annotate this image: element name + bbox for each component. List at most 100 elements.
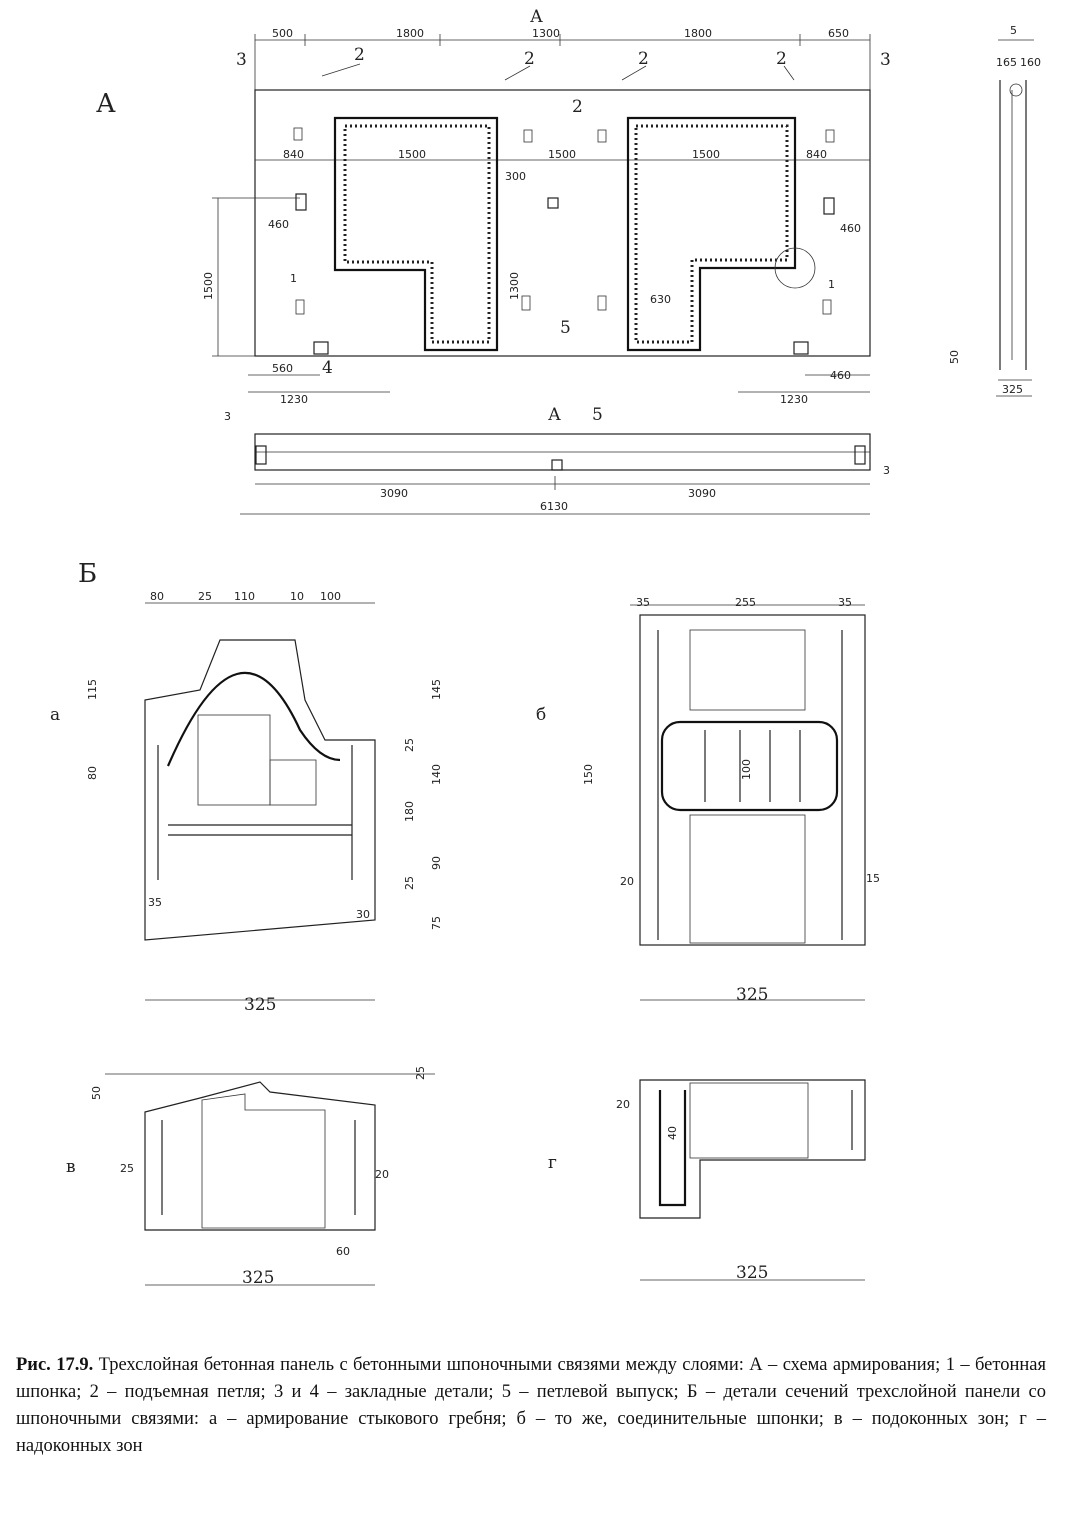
side-dim-width: 325 xyxy=(1002,383,1023,396)
sg-left: 20 xyxy=(616,1098,630,1111)
concrete-keys xyxy=(293,127,835,315)
lifting-loops-leaders xyxy=(321,63,795,81)
sa-top-3: 110 xyxy=(234,590,255,603)
sb-top-3: 35 xyxy=(838,596,852,609)
figure-caption: Рис. 17.9. Трехслойная бетонная панель с… xyxy=(16,1352,1046,1460)
callout-2-b: 2 xyxy=(524,49,535,69)
sg-width: 325 xyxy=(736,1263,768,1283)
sv-left: 25 xyxy=(120,1162,134,1175)
embedded-part-4-left xyxy=(313,341,329,355)
dim-half-right: 3090 xyxy=(688,487,716,500)
dim-sill-top: 300 xyxy=(505,170,526,183)
dim-height-1300: 1300 xyxy=(508,272,521,300)
sa-top-2: 25 xyxy=(198,590,212,603)
sa-bottom-1: 35 xyxy=(148,896,162,909)
dim-window-1: 1500 xyxy=(398,148,426,161)
side-dim-160: 160 xyxy=(1020,56,1041,69)
section-v-drawing xyxy=(105,1073,435,1286)
dim-top-5: 650 xyxy=(828,27,849,40)
callout-2-a: 2 xyxy=(354,45,365,65)
dim-offset-right: 460 xyxy=(840,222,861,235)
sa-left-1: 115 xyxy=(86,679,99,700)
dim-height-1500: 1500 xyxy=(202,272,215,300)
callout-3-plan-left: 3 xyxy=(224,410,231,423)
panel-outline xyxy=(254,89,871,357)
dim-half-left: 3090 xyxy=(380,487,408,500)
sb-width: 325 xyxy=(736,985,768,1005)
dim-top-1: 500 xyxy=(272,27,293,40)
dim-window-2: 1500 xyxy=(548,148,576,161)
section-label-v: в xyxy=(66,1157,76,1177)
dim-bottom-outer-right: 1230 xyxy=(780,393,808,406)
dim-top-4: 1800 xyxy=(684,27,712,40)
section-label-b: б xyxy=(536,705,546,725)
sb-top-1: 35 xyxy=(636,596,650,609)
sb-left-2: 20 xyxy=(620,875,634,888)
dim-bottom-inner-left: 560 xyxy=(272,362,293,375)
sv-top-1: 50 xyxy=(90,1086,103,1100)
plan-part-right xyxy=(854,445,866,465)
sa-bottom-2: 30 xyxy=(356,908,370,921)
dim-top-3: 1300 xyxy=(532,27,560,40)
side-dim-top: 5 xyxy=(1010,24,1017,37)
plan-part-mid xyxy=(551,459,563,471)
sv-width: 325 xyxy=(242,1268,274,1288)
caption-text: Трехслойная бетонная панель с бетонными … xyxy=(16,1355,1047,1456)
callout-2-d: 2 xyxy=(776,49,787,69)
callout-1-right: 1 xyxy=(828,278,835,291)
sb-inner: 100 xyxy=(740,759,753,780)
view-label-a: А xyxy=(96,89,116,119)
view-label-b: Б xyxy=(78,559,97,589)
window-left-rebar xyxy=(343,124,491,344)
sv-top-2: 25 xyxy=(414,1066,427,1080)
section-b-drawing xyxy=(630,604,866,1001)
sv-right-1: 20 xyxy=(375,1168,389,1181)
dim-side-left: 840 xyxy=(283,148,304,161)
dim-top-2: 1800 xyxy=(396,27,424,40)
sa-right-7: 75 xyxy=(430,916,443,930)
window-left xyxy=(333,116,499,352)
callout-1-left: 1 xyxy=(290,272,297,285)
dim-offset-left: 460 xyxy=(268,218,289,231)
sb-top-2: 255 xyxy=(735,596,756,609)
section-label-g: г xyxy=(548,1153,557,1173)
bottom-dimension-chain xyxy=(248,374,870,393)
dim-total: 6130 xyxy=(540,500,568,513)
side-view xyxy=(996,39,1034,397)
sa-left-2: 80 xyxy=(86,766,99,780)
sa-top-4: 10 xyxy=(290,590,304,603)
sa-right-2: 25 xyxy=(403,738,416,752)
dim-bottom-inner-right: 460 xyxy=(830,369,851,382)
sa-top-1: 80 xyxy=(150,590,164,603)
section-a-drawing xyxy=(144,602,376,1001)
dim-side-right: 840 xyxy=(806,148,827,161)
callout-5-plan: 5 xyxy=(592,405,603,425)
section-g-drawing xyxy=(639,1079,866,1281)
callout-3-right: 3 xyxy=(880,50,891,70)
window-right xyxy=(626,116,797,352)
sa-right-5: 90 xyxy=(430,856,443,870)
embedded-part-4-right xyxy=(793,341,809,355)
top-dimension-chain: 500 1800 1300 1800 650 xyxy=(254,27,871,90)
sb-left-1: 150 xyxy=(582,764,595,785)
sa-width: 325 xyxy=(244,995,276,1015)
side-dim-50: 50 xyxy=(948,350,961,364)
callout-3-plan-right: 3 xyxy=(883,464,890,477)
sa-right-1: 145 xyxy=(430,679,443,700)
sa-right-4: 180 xyxy=(403,801,416,822)
side-dim-165: 165 xyxy=(996,56,1017,69)
sa-right-6: 25 xyxy=(403,876,416,890)
sv-right-2: 60 xyxy=(336,1245,350,1258)
sg-inner: 40 xyxy=(666,1126,679,1140)
callout-3-left: 3 xyxy=(236,50,247,70)
plan-part-left xyxy=(255,445,267,465)
sb-right: 15 xyxy=(866,872,880,885)
section-label-a: а xyxy=(50,705,60,725)
callout-4: 4 xyxy=(322,358,333,378)
callout-5-top: 5 xyxy=(560,318,571,338)
dim-window-3: 1500 xyxy=(692,148,720,161)
callout-2-e: 2 xyxy=(572,97,583,117)
callout-2-c: 2 xyxy=(638,49,649,69)
section-marker-top: А xyxy=(530,7,543,27)
